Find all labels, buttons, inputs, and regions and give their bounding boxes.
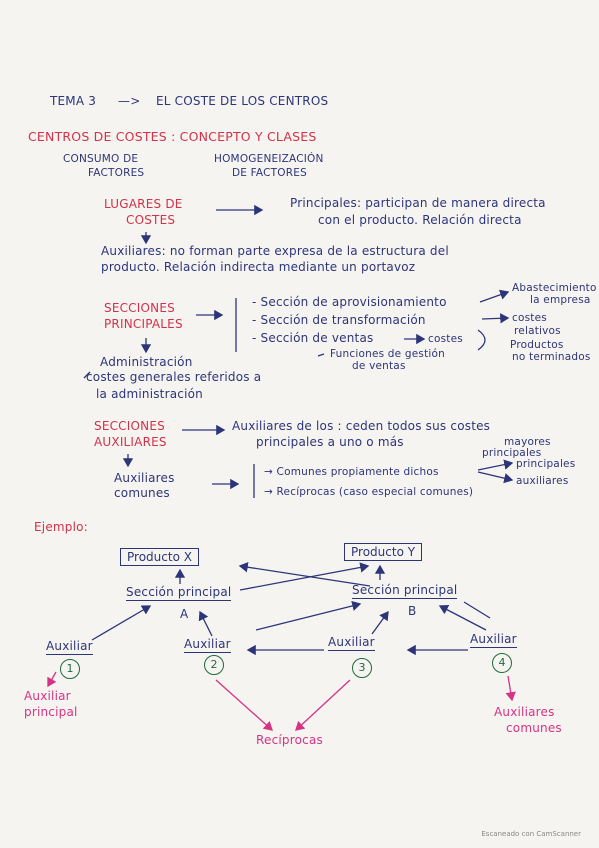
- aux-4-label: Auxiliar: [470, 632, 517, 648]
- note-abast-2: la empresa: [530, 294, 591, 306]
- scanner-footer: Escaneado con CamScanner: [481, 830, 581, 838]
- lugares-auxiliares-2: producto. Relación indirecta mediante un…: [101, 260, 416, 274]
- aux-comunes-ex-1: Auxiliares: [494, 705, 555, 719]
- seccion-b-letter: B: [408, 604, 417, 618]
- aux-comunes-label-1: Auxiliares: [114, 471, 175, 485]
- secc-princ-item-2: - Sección de transformación: [252, 313, 426, 327]
- note-costes: costes: [428, 333, 463, 345]
- aux-principal-1: Auxiliar: [24, 689, 71, 703]
- note-costes-rel-1: costes: [512, 312, 547, 324]
- aux-comunes-ex-2: comunes: [506, 721, 562, 735]
- seccion-b-label: Sección principal: [352, 583, 458, 599]
- note-funciones-1: Funciones de gestión: [330, 348, 445, 360]
- lugares-label-1: LUGARES DE: [104, 197, 183, 211]
- secc-aux-text-1: Auxiliares de los : ceden todos sus cost…: [232, 419, 491, 433]
- aux-3-label: Auxiliar: [328, 635, 375, 651]
- section-heading: CENTROS DE COSTES : CONCEPTO Y CLASES: [28, 129, 317, 144]
- aux-comunes-item-1: → Comunes propiamente dichos: [264, 466, 439, 478]
- title-arrow: —>: [118, 94, 141, 108]
- title-tema: TEMA 3: [50, 94, 97, 108]
- admin-desc-2: la administración: [96, 387, 203, 401]
- aux-comunes-item-2: → Recíprocas (caso especial comunes): [264, 486, 474, 498]
- note-productos-1: Productos: [510, 339, 564, 351]
- aux-comunes-label-2: comunes: [114, 486, 170, 500]
- reciprocas-label: Recíprocas: [256, 733, 323, 747]
- aux-4-number: 4: [492, 653, 512, 673]
- secc-princ-label-1: SECCIONES: [104, 301, 175, 315]
- aux-right-principales: principales: [516, 458, 576, 470]
- seccion-a-letter: A: [180, 607, 189, 621]
- producto-x-box: Producto X: [120, 548, 199, 566]
- secc-aux-label-2: AUXILIARES: [94, 435, 167, 449]
- secc-princ-item-3: - Sección de ventas: [252, 331, 374, 345]
- note-costes-rel-2: relativos: [514, 325, 561, 337]
- aux-2-number: 2: [204, 655, 224, 675]
- secc-aux-text-2: principales a uno o más: [256, 435, 404, 449]
- title-text: EL COSTE DE LOS CENTROS: [156, 94, 329, 108]
- subhead-homog-2: DE FACTORES: [232, 167, 307, 179]
- note-funciones-2: de ventas: [352, 360, 406, 372]
- aux-3-number: 3: [352, 658, 372, 678]
- secc-aux-text-3: principales: [482, 447, 542, 459]
- seccion-a-label: Sección principal: [126, 585, 232, 601]
- aux-right-auxiliares: auxiliares: [516, 475, 569, 487]
- aux-1-label: Auxiliar: [46, 639, 93, 655]
- admin-desc-1: costes generales referidos a: [86, 370, 262, 384]
- ejemplo-label: Ejemplo:: [34, 520, 88, 534]
- secc-aux-mayores: mayores: [504, 436, 551, 448]
- subhead-consumo-2: FACTORES: [88, 167, 145, 179]
- note-productos-2: no terminados: [512, 351, 591, 363]
- producto-y-box: Producto Y: [344, 543, 423, 561]
- subhead-consumo-1: CONSUMO DE: [63, 153, 139, 165]
- secc-aux-label-1: SECCIONES: [94, 419, 165, 433]
- lugares-label-2: COSTES: [126, 213, 176, 227]
- subhead-homog-1: HOMOGENEIZACIÓN: [214, 153, 324, 165]
- secc-princ-item-1: - Sección de aprovisionamiento: [252, 295, 447, 309]
- aux-1-number: 1: [60, 659, 80, 679]
- secc-princ-label-2: PRINCIPALES: [104, 317, 183, 331]
- note-abast-1: Abastecimiento de: [512, 282, 599, 294]
- lugares-auxiliares-1: Auxiliares: no forman parte expresa de l…: [101, 244, 449, 258]
- aux-2-label: Auxiliar: [184, 637, 231, 653]
- lugares-principales-1: Principales: participan de manera direct…: [290, 196, 546, 210]
- lugares-principales-2: con el producto. Relación directa: [318, 213, 522, 227]
- admin-label: Administración: [100, 355, 193, 369]
- aux-principal-2: principal: [24, 705, 78, 719]
